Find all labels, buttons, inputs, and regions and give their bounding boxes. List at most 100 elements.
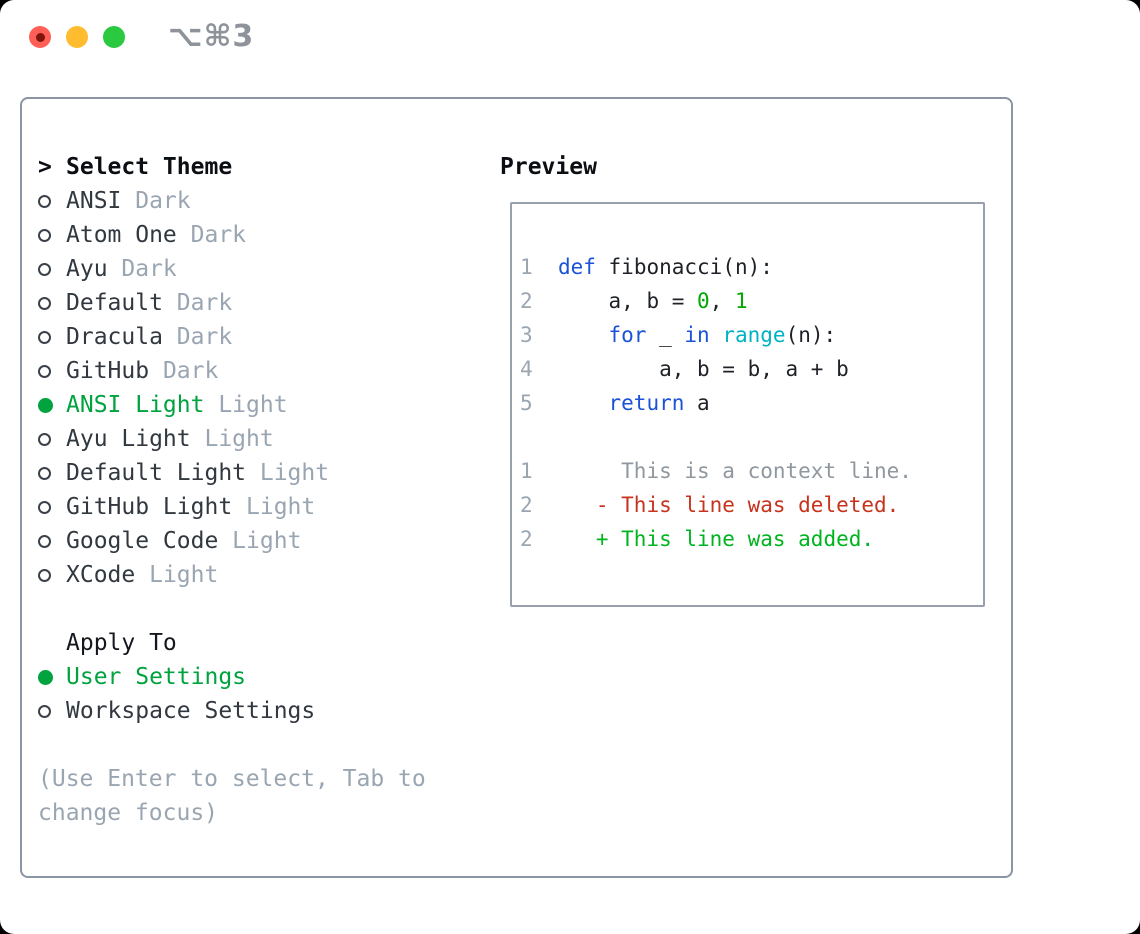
option-label: ANSI — [66, 188, 122, 214]
zoom-button[interactable] — [103, 26, 125, 48]
code-line: 5 return a — [520, 386, 912, 420]
option-label: Google Code — [66, 528, 219, 554]
theme-option[interactable]: XCode Light — [38, 558, 426, 592]
option-label: XCode — [66, 562, 136, 588]
option-label: Default — [66, 290, 163, 316]
code-line: 2 - This line was deleted. — [520, 488, 912, 522]
option-variant-tag: Light — [135, 562, 219, 588]
line-number: 4 — [520, 357, 533, 381]
code-token-kw: in — [684, 323, 710, 347]
apply-to-title: Apply To — [66, 630, 177, 656]
code-token-plain: a, b = — [532, 289, 698, 313]
code-token-add: + This line was added. — [532, 527, 875, 551]
radio-icon — [38, 228, 66, 242]
radio-icon — [38, 534, 66, 548]
code-token-plain — [533, 391, 609, 415]
line-number: 5 — [520, 391, 533, 415]
option-variant-tag: Light — [190, 426, 274, 452]
line-number: 1 — [520, 255, 533, 279]
code-token-lit: 0 — [697, 289, 710, 313]
line-number: 2 — [520, 493, 533, 517]
code-token-plain: fibonacci(n): — [595, 255, 773, 279]
radio-icon — [38, 262, 66, 276]
theme-option[interactable]: GitHub Light Light — [38, 490, 426, 524]
code-token-kw: for — [608, 323, 647, 347]
option-variant-tag: Light — [218, 528, 302, 554]
option-variant-tag: Light — [204, 392, 288, 418]
option-variant-tag: Light — [246, 460, 330, 486]
code-line: 2 + This line was added. — [520, 522, 912, 556]
option-variant-tag: Dark — [107, 256, 177, 282]
line-number: 2 — [520, 289, 533, 313]
theme-option[interactable]: ANSI Light Light — [38, 388, 426, 422]
radio-icon — [38, 568, 66, 582]
code-token-plain: a, b = b, a + b — [532, 357, 849, 381]
theme-option[interactable]: GitHub Dark — [38, 354, 426, 388]
apply-to-option[interactable]: Workspace Settings — [38, 694, 426, 728]
code-token-fn: range — [722, 323, 786, 347]
code-token-plain: a — [684, 391, 710, 415]
code-token-plain — [533, 323, 609, 347]
option-label: Atom One — [66, 222, 177, 248]
code-token-kw: return — [608, 391, 685, 415]
preview-title: Preview — [500, 154, 597, 180]
code-token-del: - This line was deleted. — [532, 493, 900, 517]
apply-to-header: Apply To — [38, 626, 426, 660]
theme-option[interactable]: Default Light Light — [38, 456, 426, 490]
option-label: GitHub Light — [66, 494, 233, 520]
option-variant-tag: Dark — [121, 188, 191, 214]
code-token-plain: _ — [646, 323, 685, 347]
theme-option[interactable]: Default Dark — [38, 286, 426, 320]
code-token-plain — [533, 255, 558, 279]
close-button[interactable] — [29, 26, 51, 48]
code-token-lit: 1 — [734, 289, 748, 313]
theme-option[interactable]: Dracula Dark — [38, 320, 426, 354]
theme-option[interactable]: Atom One Dark — [38, 218, 426, 252]
theme-option[interactable]: Google Code Light — [38, 524, 426, 558]
option-variant-tag: Dark — [149, 358, 219, 384]
code-token-plain: (n): — [785, 323, 837, 347]
theme-list-title: Select Theme — [66, 154, 233, 180]
line-number: 3 — [520, 323, 533, 347]
code-token-plain: , — [709, 289, 735, 313]
hint-line-1: (Use Enter to select, Tab to — [38, 766, 426, 792]
code-token-ctx: This is a context line. — [532, 459, 912, 483]
option-label: Default Light — [66, 460, 247, 486]
option-label: GitHub — [66, 358, 150, 384]
theme-list-header: > Select Theme — [38, 150, 426, 184]
theme-option[interactable]: Ayu Dark — [38, 252, 426, 286]
option-variant-tag: Dark — [162, 324, 233, 350]
spacer — [38, 592, 426, 626]
theme-option[interactable]: Ayu Light Light — [38, 422, 426, 456]
code-line: 3 for _ in range(n): — [520, 318, 912, 352]
theme-option[interactable]: ANSI Dark — [38, 184, 426, 218]
option-label: Ayu Light — [66, 426, 191, 452]
line-number: 2 — [520, 527, 533, 551]
radio-icon — [38, 296, 66, 310]
apply-to-option[interactable]: User Settings — [38, 660, 426, 694]
code-token-kw: def — [557, 255, 596, 279]
hint-line-2: change focus) — [38, 800, 219, 826]
minimize-button[interactable] — [66, 26, 88, 48]
option-label: Workspace Settings — [66, 698, 316, 724]
option-label: Dracula — [66, 324, 163, 350]
radio-icon — [38, 330, 66, 344]
code-line: 4 a, b = b, a + b — [520, 352, 912, 386]
option-variant-tag: Dark — [176, 222, 247, 248]
option-variant-tag: Light — [232, 494, 316, 520]
code-line: 1 def fibonacci(n): — [520, 250, 912, 284]
code-line: 1 This is a context line. — [520, 454, 912, 488]
code-line — [520, 420, 912, 454]
option-variant-tag: Dark — [162, 290, 233, 316]
radio-icon — [38, 432, 66, 446]
radio-icon — [38, 500, 66, 514]
option-label: Ayu — [66, 256, 108, 282]
code-token-plain — [710, 323, 723, 347]
code-line: 2 a, b = 0, 1 — [520, 284, 912, 318]
radio-selected-icon — [38, 397, 66, 413]
